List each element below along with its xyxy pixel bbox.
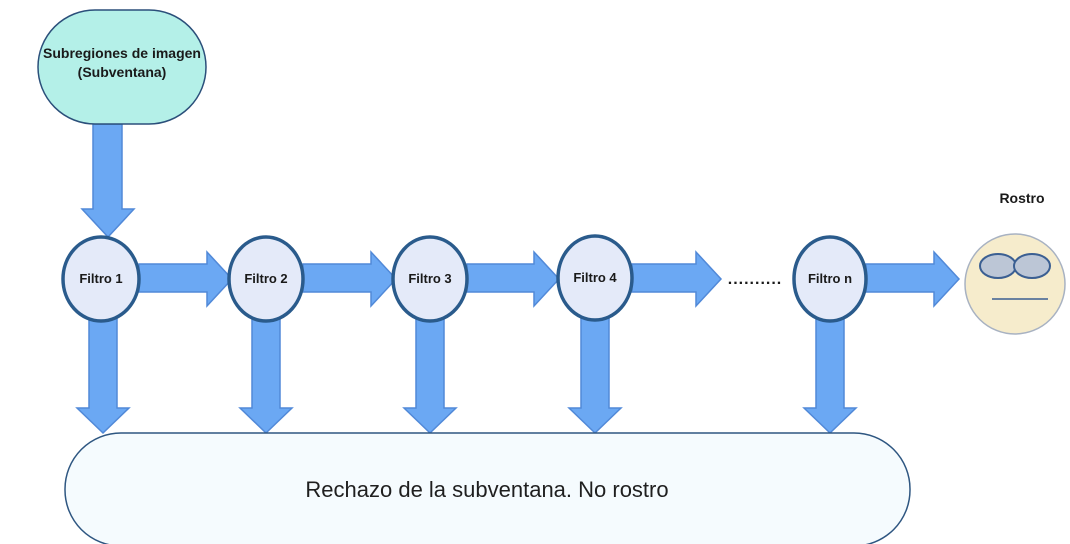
arrow-filter-2-to-reject [238,317,294,435]
face-node-title: Rostro [999,190,1044,206]
arrow-filter-2-to-filter-3 [302,250,398,308]
filter-node-n-label: Filtro n [808,271,852,286]
filter-node-3 [391,235,469,323]
filter-node-2-label: Filtro 2 [244,271,287,286]
arrow-filter-1-to-filter-2 [138,250,234,308]
arrow-start-to-filter-1 [80,123,136,239]
filter-node-3-label: Filtro 3 [408,271,451,286]
arrow-filter-3-to-filter-4 [466,250,561,308]
arrow-filter-4-to-reject [567,317,623,435]
filter-node-1 [61,235,141,323]
arrow-filter-3-to-reject [402,317,458,435]
start-node [37,9,207,125]
filter-node-n [792,235,868,323]
filter-node-4 [556,234,634,322]
filter-node-2 [227,235,305,323]
arrow-filter-n-to-reject [802,317,858,435]
face-left-eye-icon [979,253,1017,279]
ellipsis-label: .......... [728,271,782,288]
arrow-filter-1-to-reject [75,317,131,435]
face-node [964,233,1066,335]
start-node-label-line2: (Subventana) [78,64,167,80]
reject-node [64,432,911,544]
reject-node-label: Rechazo de la subventana. No rostro [305,477,668,502]
face-right-eye-icon [1013,253,1051,279]
arrow-filter-n-to-face [865,250,961,308]
filter-node-1-label: Filtro 1 [79,271,122,286]
start-node-label-line1: Subregiones de imagen [43,45,201,61]
arrow-filter-4-to-ellipsis [631,250,723,308]
filter-node-4-label: Filtro 4 [573,270,617,285]
